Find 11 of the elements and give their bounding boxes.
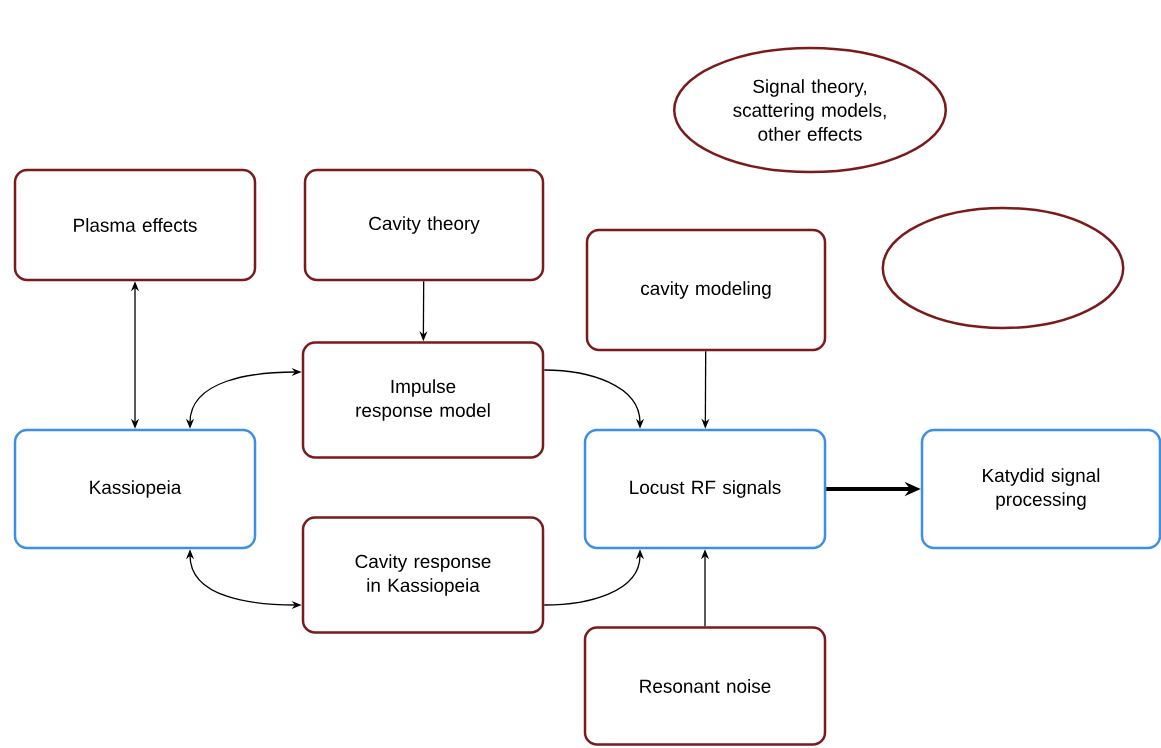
process-box: Cavity theory bbox=[303, 168, 545, 282]
process-box: Locust RF signals bbox=[583, 428, 827, 550]
process-box: Cavity response in Kassiopeia bbox=[301, 516, 545, 634]
process-box: Resonant noise bbox=[583, 626, 827, 746]
process-box: Impulse response model bbox=[301, 341, 545, 459]
process-box: Plasma effects bbox=[13, 168, 257, 282]
process-box: cavity modeling bbox=[585, 228, 827, 352]
ellipse-node: Signal theory, scattering models, other effects bbox=[673, 46, 947, 174]
process-box: Katydid signal processing bbox=[920, 428, 1161, 550]
empty-ellipse bbox=[881, 206, 1125, 330]
process-box: Kassiopeia bbox=[13, 428, 257, 550]
